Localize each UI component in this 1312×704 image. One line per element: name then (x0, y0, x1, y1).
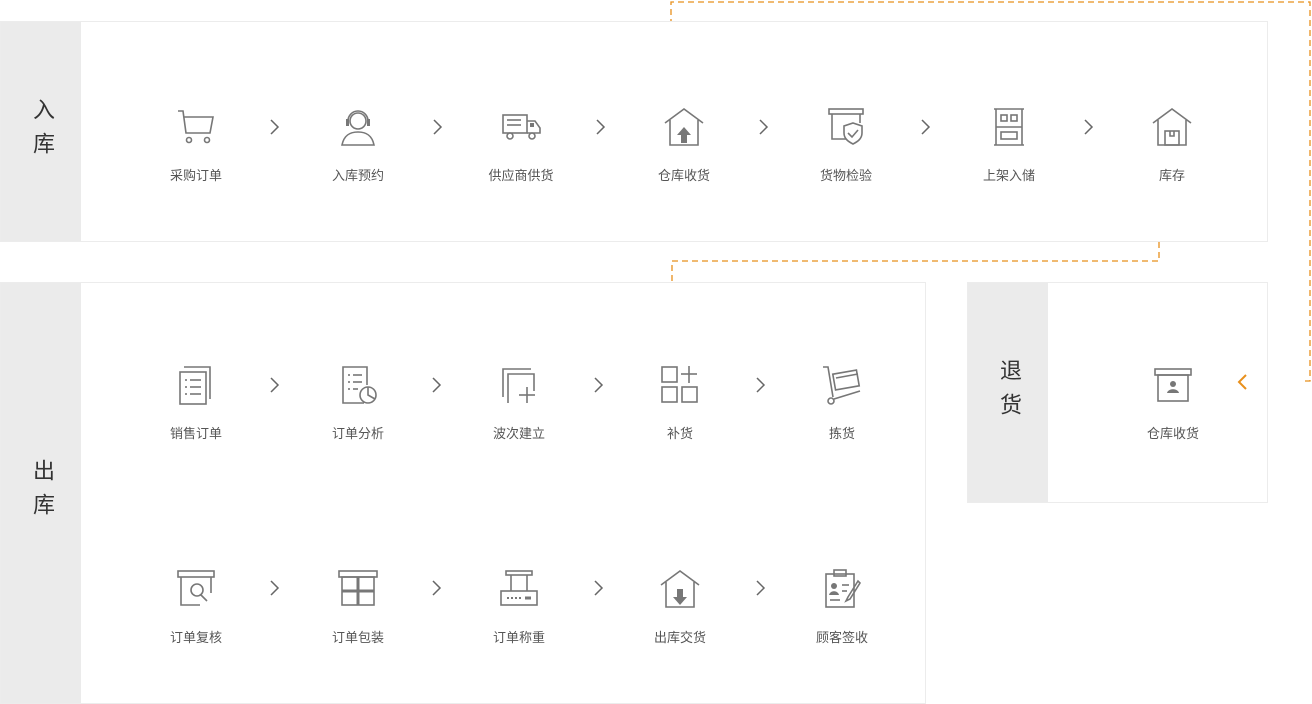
step-order-packing[interactable]: 订单包装 (303, 567, 413, 646)
step-label: 库存 (1158, 169, 1185, 184)
outbound-side-label: 出库 (1, 283, 81, 703)
warehouse-box-icon (1152, 108, 1192, 146)
step-reservation[interactable]: 入库预约 (303, 105, 413, 184)
chevron-right-icon (594, 377, 604, 393)
chevron-right-icon (270, 377, 280, 393)
step-label: 补货 (666, 427, 693, 442)
returns-side-label: 退货 (968, 283, 1048, 502)
step-order-review[interactable]: 订单复核 (141, 567, 251, 646)
step-order-weighing[interactable]: 订单称重 (464, 567, 574, 646)
step-label: 销售订单 (169, 427, 222, 442)
step-sales-order[interactable]: 销售订单 (141, 363, 251, 442)
grid-plus-icon (661, 366, 698, 403)
step-label: 波次建立 (492, 427, 545, 442)
chevron-right-icon (270, 119, 280, 135)
step-purchase-order[interactable]: 采购订单 (141, 105, 251, 184)
step-label: 订单包装 (331, 631, 384, 646)
step-warehouse-receive[interactable]: 仓库收货 (629, 105, 739, 184)
step-label: 拣货 (828, 427, 855, 442)
step-inspection[interactable]: 货物检验 (791, 105, 901, 184)
chevron-right-icon (759, 119, 769, 135)
step-label: 订单称重 (492, 631, 545, 646)
chevron-right-icon (432, 580, 442, 596)
step-label: 顾客签收 (815, 631, 868, 646)
step-replenish[interactable]: 补货 (625, 363, 735, 442)
step-order-analysis[interactable]: 订单分析 (303, 363, 413, 442)
step-return-receive[interactable]: 仓库收货 (1118, 363, 1228, 442)
chevron-right-icon (756, 377, 766, 393)
step-shelving[interactable]: 上架入储 (954, 105, 1064, 184)
step-label: 采购订单 (169, 169, 222, 184)
outbound-title: 出库 (29, 459, 54, 527)
chevron-right-icon (756, 580, 766, 596)
step-customer-signoff[interactable]: 顾客签收 (787, 567, 897, 646)
chevron-right-icon (432, 377, 442, 393)
step-wave-creation[interactable]: 波次建立 (464, 363, 574, 442)
warehouse-up-icon (664, 108, 704, 146)
step-picking[interactable]: 拣货 (787, 363, 897, 442)
chevron-left-icon (1237, 374, 1247, 390)
returns-panel: 退货 仓库收货 (967, 282, 1268, 503)
chevron-right-icon (596, 119, 606, 135)
hand-cart-icon (823, 366, 861, 405)
chevron-right-icon (921, 119, 931, 135)
chevron-right-icon (270, 580, 280, 596)
headset-icon (341, 110, 375, 146)
inbound-title: 入库 (29, 97, 54, 166)
warehouse-down-icon (660, 570, 700, 608)
inbound-side-label: 入库 (1, 22, 81, 241)
inbound-panel: 入库 采购订单 入库预约 供应商供货 (0, 21, 1268, 242)
scale-icon (500, 570, 538, 606)
document-list-icon (179, 366, 211, 405)
step-label: 上架入储 (982, 169, 1035, 184)
step-label: 货物检验 (819, 169, 872, 184)
step-label: 入库预约 (331, 169, 384, 184)
returns-title: 退货 (996, 358, 1021, 427)
step-label: 订单分析 (331, 427, 384, 442)
step-label: 出库交货 (653, 631, 706, 646)
step-inventory[interactable]: 库存 (1117, 105, 1227, 184)
add-layer-icon (502, 368, 535, 403)
step-supplier-delivery[interactable]: 供应商供货 (466, 105, 576, 184)
chart-doc-icon (342, 366, 377, 404)
step-label: 订单复核 (169, 631, 222, 646)
step-label: 仓库收货 (657, 169, 710, 184)
step-outbound-delivery[interactable]: 出库交货 (625, 567, 735, 646)
outbound-panel: 出库 销售订单 订单分析 波次建立 (0, 282, 926, 704)
cart-icon (178, 110, 214, 144)
chevron-right-icon (433, 119, 443, 135)
chevron-right-icon (1084, 119, 1094, 135)
step-label: 仓库收货 (1146, 427, 1199, 442)
clipboard-sign-icon (825, 569, 862, 608)
search-box-icon (177, 570, 215, 606)
shield-check-icon (828, 108, 864, 145)
step-label: 供应商供货 (488, 169, 554, 184)
package-icon (338, 570, 378, 606)
shelf-icon (994, 108, 1024, 146)
chevron-right-icon (594, 580, 604, 596)
truck-icon (502, 114, 541, 140)
archive-box-icon (1154, 368, 1192, 402)
